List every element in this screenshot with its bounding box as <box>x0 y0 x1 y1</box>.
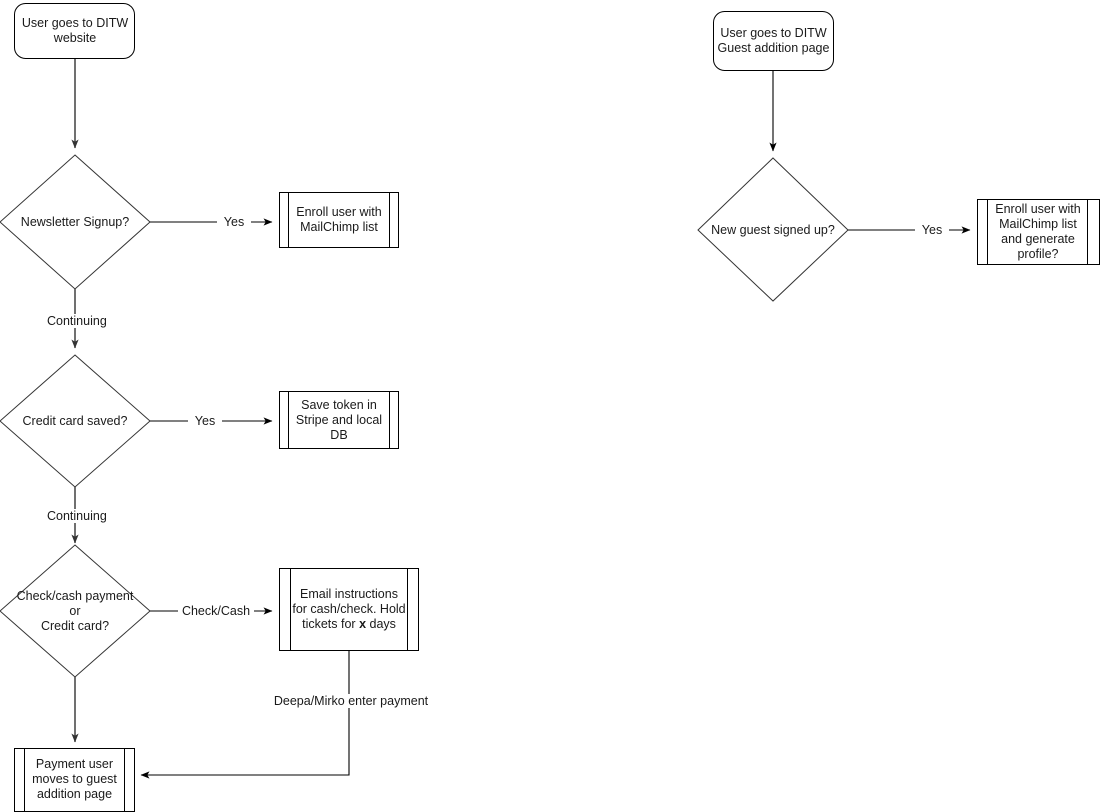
node-payment-method[interactable] <box>0 545 150 677</box>
node-email-instructions-shape <box>279 568 419 651</box>
edge-deepa-mirko <box>140 651 350 779</box>
node-enroll-generate-profile-shape <box>977 199 1100 265</box>
edge-label-credit-card-continuing: Continuing <box>45 509 117 523</box>
node-save-token[interactable] <box>279 391 399 449</box>
edge-label-newsletter-yes: Yes <box>217 215 251 229</box>
node-email-instructions[interactable] <box>279 568 419 651</box>
node-newsletter-signup[interactable] <box>0 155 150 289</box>
edge-label-newsletter-continuing: Continuing <box>45 314 117 328</box>
node-enroll-generate-profile[interactable] <box>977 199 1100 265</box>
edge-label-deepa-mirko: Deepa/Mirko enter payment <box>270 694 432 708</box>
node-credit-card-saved[interactable] <box>0 355 150 487</box>
node-start-website-shape <box>14 3 135 59</box>
edge-label-payment-check-cash: Check/Cash <box>178 604 254 618</box>
node-save-token-shape <box>279 391 399 449</box>
edge-label-guest-yes: Yes <box>915 223 949 237</box>
node-start-guest-shape <box>713 11 834 71</box>
node-enroll-mailchimp[interactable] <box>279 192 399 248</box>
edge-label-credit-card-yes: Yes <box>188 414 222 428</box>
node-start-guest[interactable] <box>713 11 834 71</box>
node-enroll-mailchimp-shape <box>279 192 399 248</box>
node-new-guest-signed-up[interactable] <box>698 158 848 301</box>
node-start-website[interactable] <box>14 3 135 59</box>
node-payment-user-moves[interactable] <box>14 748 135 812</box>
node-payment-user-moves-shape <box>14 748 135 812</box>
node-new-guest-signed-up-shape <box>697 157 849 302</box>
